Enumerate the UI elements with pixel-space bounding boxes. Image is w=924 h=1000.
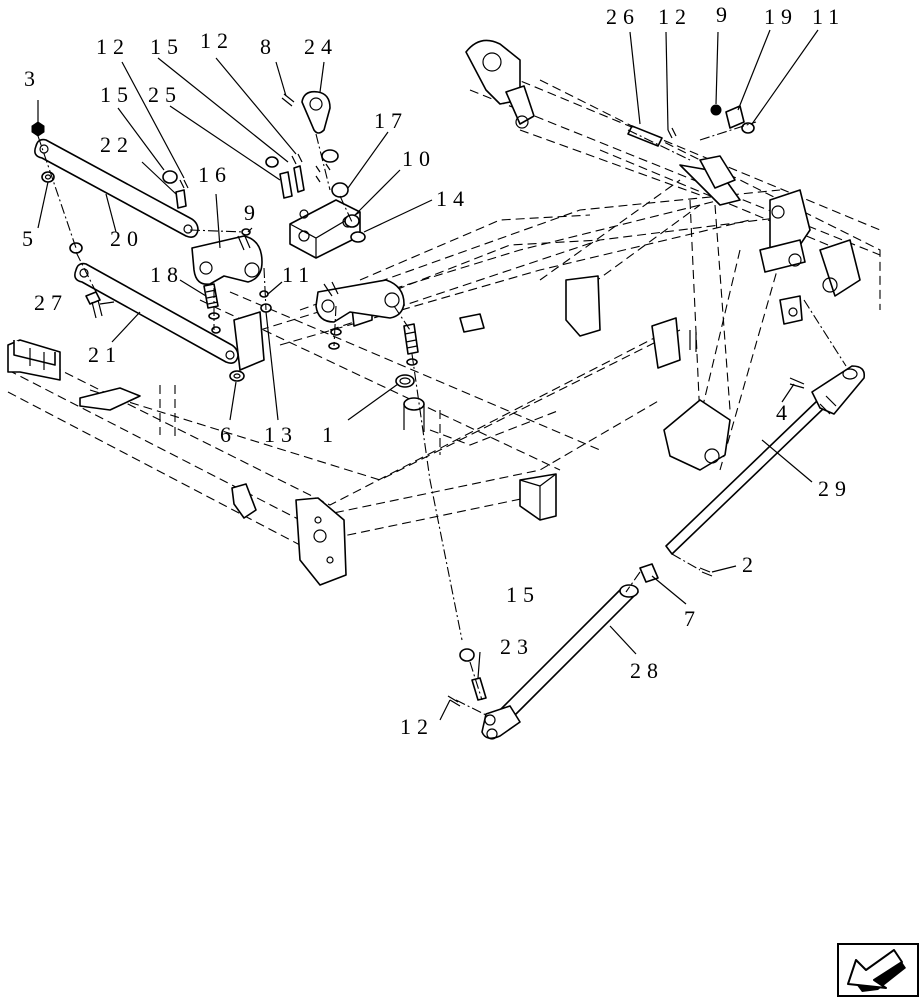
callout-12-a: 12 (96, 34, 130, 59)
callout-labels: 3 12 15 12 8 24 15 25 22 17 10 16 14 9 5… (22, 2, 852, 739)
callout-4: 4 (776, 400, 793, 425)
callout-29: 29 (818, 476, 852, 501)
callout-3: 3 (24, 66, 41, 91)
callout-25: 25 (148, 82, 182, 107)
bellcrank-center (315, 279, 405, 323)
callout-26: 26 (606, 4, 640, 29)
callout-12-b: 12 (200, 28, 234, 53)
rod-assembly-29 (665, 365, 866, 555)
callout-9-b: 9 (716, 2, 733, 27)
callout-10: 10 (402, 146, 436, 171)
callout-17: 17 (374, 108, 408, 133)
callout-12-d: 12 (400, 714, 434, 739)
previous-arrow-icon[interactable] (837, 943, 919, 997)
callout-11-b: 11 (812, 4, 845, 29)
small-parts (31, 93, 805, 707)
callout-22: 22 (100, 132, 134, 157)
callout-15-b: 15 (100, 82, 134, 107)
bellcrank-16 (191, 233, 263, 286)
callout-15-a: 15 (150, 34, 184, 59)
main-frame (7, 59, 881, 546)
pivot-block-17 (289, 199, 361, 259)
callout-16: 16 (198, 162, 232, 187)
callout-9-a: 9 (244, 200, 261, 225)
callout-2: 2 (742, 552, 759, 577)
callout-15-c: 15 (506, 582, 540, 607)
callout-14: 14 (436, 186, 470, 211)
callout-1: 1 (322, 422, 339, 447)
assembly-leaders (37, 121, 847, 717)
callout-28: 28 (630, 658, 664, 683)
hitch-assembly (465, 39, 861, 471)
callout-8: 8 (260, 34, 277, 59)
callout-20: 20 (110, 226, 144, 251)
callout-23: 23 (500, 634, 534, 659)
callout-7: 7 (684, 606, 701, 631)
callout-6: 6 (220, 422, 237, 447)
callout-5: 5 (22, 226, 39, 251)
callout-21: 21 (88, 342, 122, 367)
frame-solid-details (7, 275, 697, 586)
callout-12-c: 12 (658, 4, 692, 29)
callout-27: 27 (34, 290, 68, 315)
callout-24: 24 (304, 34, 338, 59)
rod-end-24 (301, 90, 331, 134)
callout-11-a: 11 (282, 262, 315, 287)
callout-18: 18 (150, 262, 184, 287)
tube-assembly-28 (481, 584, 639, 740)
callout-19: 19 (764, 4, 798, 29)
callout-13: 13 (264, 422, 298, 447)
callout-pointers (37, 29, 819, 721)
